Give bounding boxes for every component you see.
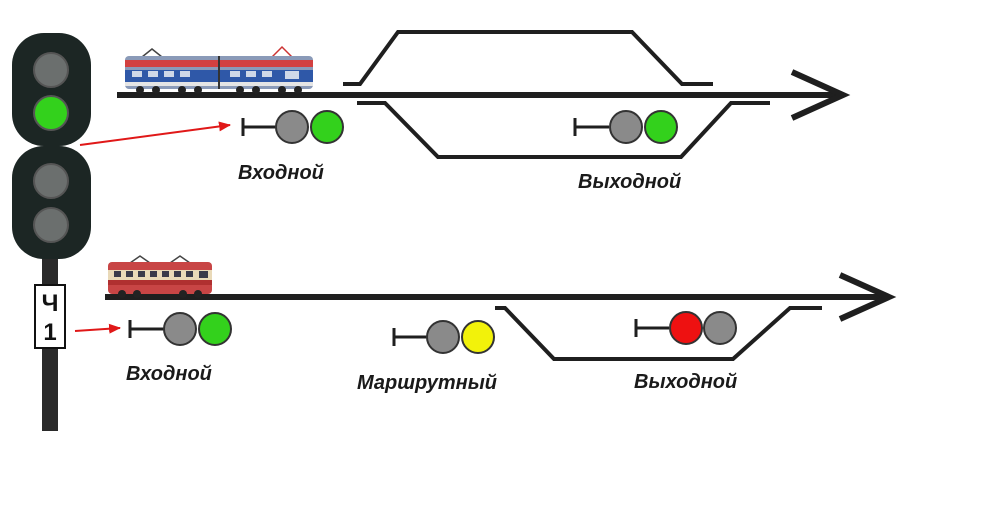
entry-signal-top — [241, 110, 344, 144]
mast-plate — [34, 284, 66, 349]
signal-head-upper — [12, 33, 91, 146]
exit-signal-bottom — [634, 311, 737, 345]
mast-lamp-1 — [33, 52, 69, 88]
siding-lower — [357, 101, 770, 159]
track-arrowhead-top — [790, 69, 851, 121]
exit-label-bottom: Выходной — [634, 371, 737, 393]
route-signal-bottom — [392, 320, 495, 354]
locomotive-bottom-image — [108, 255, 212, 298]
mast-lamp-4 — [33, 207, 69, 243]
exit-label-top: Выходной — [578, 171, 681, 193]
pointer-arrow-top — [79, 121, 231, 146]
mast-lamp-3 — [33, 163, 69, 199]
siding-bottom — [495, 306, 822, 361]
entry-signal-bottom — [128, 312, 232, 346]
route-label-bottom: Маршрутный — [357, 372, 497, 394]
exit-bottom-lamp-1 — [669, 311, 703, 345]
entry-bottom-lamp-1 — [163, 312, 197, 346]
entry-label-top: Входной — [238, 162, 324, 184]
exit-top-lamp-2 — [644, 110, 678, 144]
route-lamp-2 — [461, 320, 495, 354]
mast-lamp-2 — [33, 95, 69, 131]
siding-upper — [343, 30, 713, 86]
entry-top-lamp-1 — [275, 110, 309, 144]
exit-bottom-lamp-2 — [703, 311, 737, 345]
mast-signal: Ч 1 — [12, 33, 91, 431]
pointer-arrow-bottom — [74, 323, 121, 334]
route-lamp-1 — [426, 320, 460, 354]
signal-head-lower — [12, 146, 91, 259]
entry-top-lamp-2 — [310, 110, 344, 144]
mast-plate-letter: Ч — [42, 290, 59, 317]
scheme-bottom: Входной Маршрутный Выходной — [105, 255, 897, 394]
locomotive-top-image — [125, 45, 313, 94]
mast-plate-number: 1 — [43, 319, 56, 346]
scheme-top: Входной Выходной — [117, 30, 851, 193]
entry-bottom-lamp-2 — [198, 312, 232, 346]
exit-signal-top — [573, 110, 678, 144]
exit-top-lamp-1 — [609, 110, 643, 144]
entry-label-bottom: Входной — [126, 363, 212, 385]
track-arrowhead-bottom — [838, 272, 897, 322]
